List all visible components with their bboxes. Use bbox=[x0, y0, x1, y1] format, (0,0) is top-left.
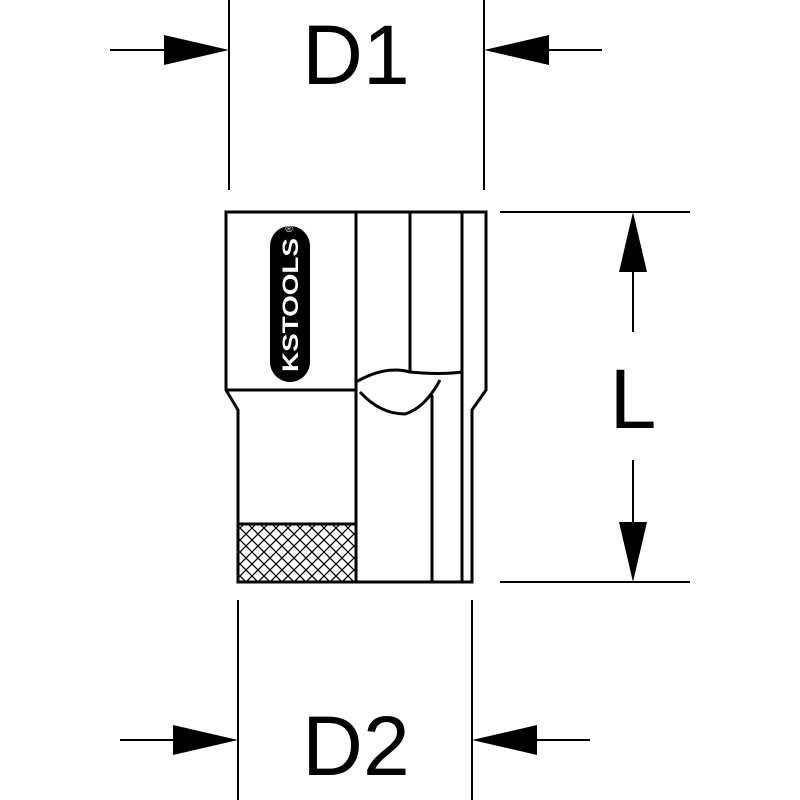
arrow-head-right-pointing bbox=[164, 35, 229, 65]
dimension-l: L bbox=[500, 211, 690, 583]
registered-mark: ® bbox=[285, 224, 293, 235]
kstools-logo: KSTOOLS ® bbox=[270, 224, 310, 382]
logo-pill bbox=[270, 226, 310, 382]
arrow-head-left-pointing bbox=[484, 35, 549, 65]
arrow-head-down bbox=[619, 522, 647, 582]
knurled-band bbox=[236, 522, 358, 584]
arrow-head-up bbox=[619, 212, 647, 272]
hex-chamfer-curve bbox=[358, 379, 442, 416]
socket-outline bbox=[224, 210, 488, 584]
arrow-head-left-pointing bbox=[472, 725, 537, 755]
socket-body bbox=[224, 210, 488, 584]
label-l: L bbox=[610, 352, 657, 446]
label-d2: D2 bbox=[302, 699, 409, 793]
label-d1: D1 bbox=[302, 8, 409, 102]
arrow-head-right-pointing bbox=[173, 725, 238, 755]
dimension-d1: D1 bbox=[110, 0, 602, 190]
dimension-d2: D2 bbox=[120, 600, 590, 800]
hex-edge-curve bbox=[355, 368, 463, 384]
logo-text: KSTOOLS bbox=[278, 238, 303, 372]
